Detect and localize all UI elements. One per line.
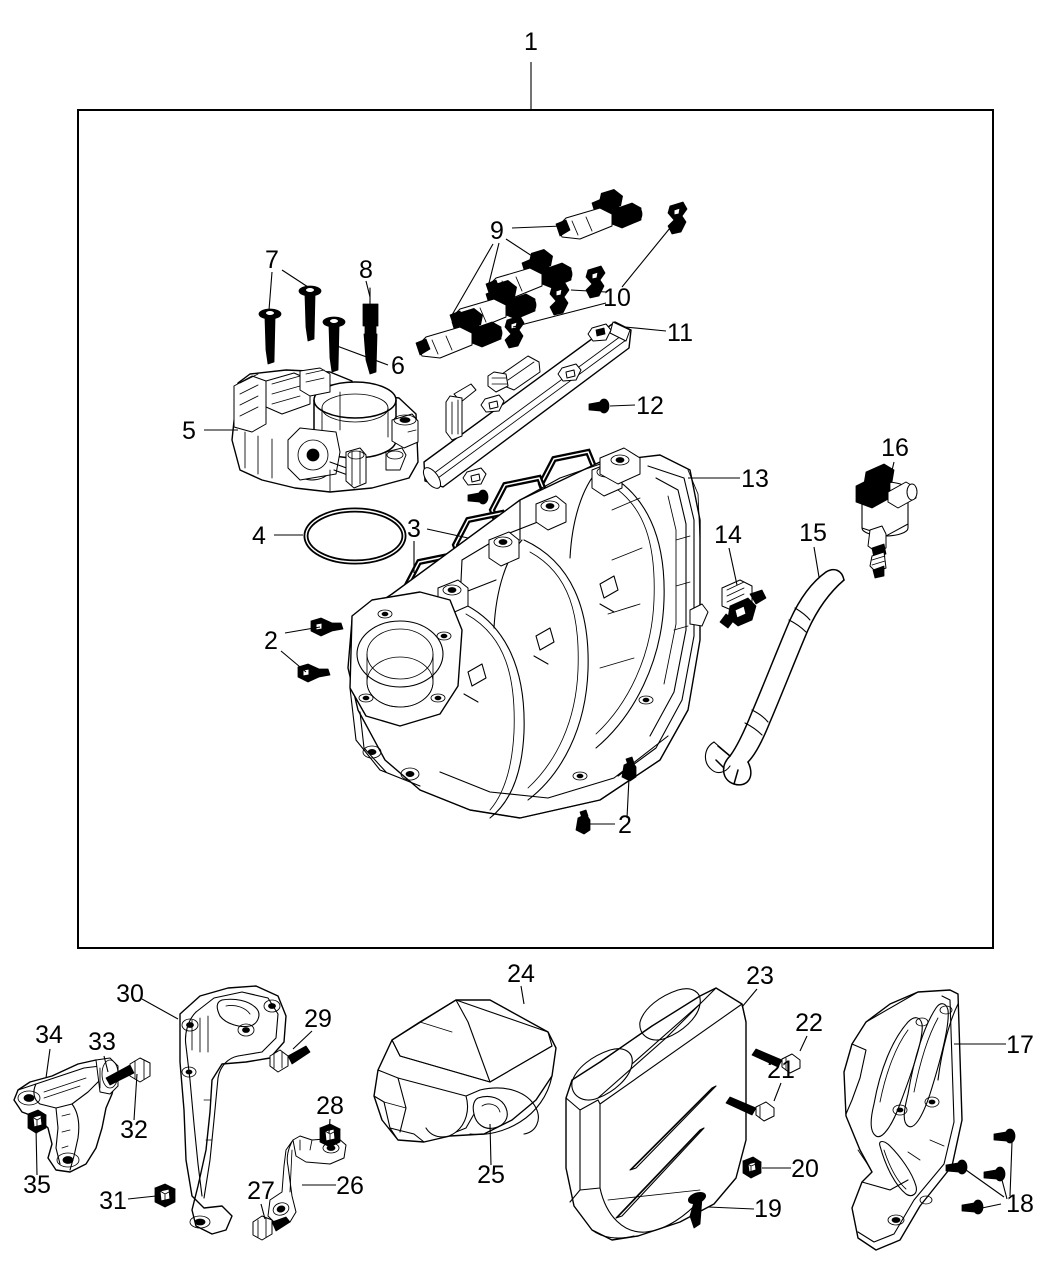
- callout-16: 16: [881, 434, 909, 462]
- part-intake-manifold: [347, 447, 709, 819]
- part-injector-clip-1: [667, 201, 688, 235]
- callout-35: 35: [23, 1171, 51, 1199]
- callout-31: 31: [99, 1187, 127, 1215]
- part-screw-18-c: [961, 1199, 984, 1215]
- part-fuel-rail: [422, 321, 632, 489]
- part-screw-6: [322, 316, 346, 373]
- callout-4: 4: [252, 522, 266, 550]
- part-push-pin-19: [687, 1191, 707, 1229]
- callout-25: 25: [477, 1161, 505, 1189]
- callout-5: 5: [182, 417, 196, 445]
- callout-17: 17: [1006, 1031, 1034, 1059]
- callout-2a: 2: [264, 627, 278, 655]
- part-bolt-2-b: [297, 663, 331, 683]
- callout-28: 28: [316, 1092, 344, 1120]
- part-purge-solenoid: [855, 463, 918, 579]
- part-screw-18-d: [945, 1159, 968, 1175]
- callout-18: 18: [1006, 1190, 1034, 1218]
- callout-10: 10: [603, 284, 631, 312]
- part-injector-clip-4: [504, 315, 525, 349]
- callout-26: 26: [336, 1172, 364, 1200]
- callout-23: 23: [746, 962, 774, 990]
- part-throttle-body: [231, 367, 419, 493]
- part-cover-insulator: [373, 999, 557, 1143]
- callout-13: 13: [741, 465, 769, 493]
- part-injector-clip-3: [549, 282, 570, 316]
- part-screw-7-b: [298, 285, 322, 342]
- part-bracket-arm: [13, 1057, 119, 1173]
- part-nut-35: [27, 1109, 47, 1134]
- callout-19: 19: [754, 1195, 782, 1223]
- part-fuel-rail-bolt-12: [588, 398, 610, 414]
- callout-30: 30: [116, 980, 144, 1008]
- callout-12: 12: [636, 392, 664, 420]
- part-ground-strap: [267, 1135, 347, 1225]
- callout-labels: 1 2 2 3 4 5 6 7 8 9 10 11 12 13 14 15 16…: [23, 28, 1034, 1223]
- part-engine-mount-bracket: [179, 985, 287, 1235]
- part-fuel-injector-4: [415, 308, 503, 359]
- callout-27: 27: [247, 1177, 275, 1205]
- callout-14: 14: [714, 521, 742, 549]
- part-nut-28: [319, 1123, 341, 1148]
- part-stud-bolt-8: [362, 287, 379, 375]
- callout-2c: 2: [618, 811, 632, 839]
- part-heat-shield: [843, 989, 963, 1251]
- callout-34: 34: [35, 1021, 63, 1049]
- part-injector-clip-2: [585, 265, 606, 299]
- part-nut-20: [742, 1156, 762, 1179]
- part-cover-bolt-22: [751, 1048, 801, 1074]
- callout-33: 33: [88, 1028, 116, 1056]
- callout-21: 21: [767, 1056, 795, 1084]
- callout-8: 8: [359, 256, 373, 284]
- part-screw-7-a: [258, 308, 282, 365]
- part-engine-cover: [565, 987, 747, 1241]
- callout-32: 32: [120, 1116, 148, 1144]
- leader-lines: [35, 62, 1013, 1220]
- part-bolt-2-c: [575, 809, 591, 835]
- callout-24: 24: [507, 960, 535, 988]
- part-bolt-2-d: [621, 756, 637, 782]
- callout-6: 6: [391, 352, 405, 380]
- callout-11: 11: [667, 319, 693, 347]
- part-map-sensor: [719, 579, 767, 629]
- part-bolt-29: [269, 1045, 311, 1073]
- part-screw-18-b: [983, 1166, 1006, 1182]
- callout-29: 29: [304, 1005, 332, 1033]
- part-vacuum-hose: [704, 568, 845, 786]
- callout-20: 20: [791, 1155, 819, 1183]
- part-fuel-rail-bolt-12b: [467, 489, 489, 505]
- group-box-1: [77, 109, 994, 949]
- part-fuel-injector-1: [555, 189, 643, 240]
- callout-22: 22: [795, 1009, 823, 1037]
- callout-3: 3: [407, 515, 421, 543]
- part-bolt-27: [252, 1215, 291, 1241]
- callout-7: 7: [265, 246, 279, 274]
- part-throttle-body-o-ring: [303, 507, 407, 565]
- part-nut-31: [154, 1183, 176, 1208]
- callout-9: 9: [490, 217, 504, 245]
- callout-15: 15: [799, 519, 827, 547]
- part-cover-bolt-21: [725, 1096, 775, 1122]
- part-screw-18-a: [993, 1128, 1016, 1144]
- part-bolt-32: [105, 1057, 151, 1086]
- callout-1: 1: [524, 28, 538, 56]
- part-bolt-2-a: [310, 617, 344, 637]
